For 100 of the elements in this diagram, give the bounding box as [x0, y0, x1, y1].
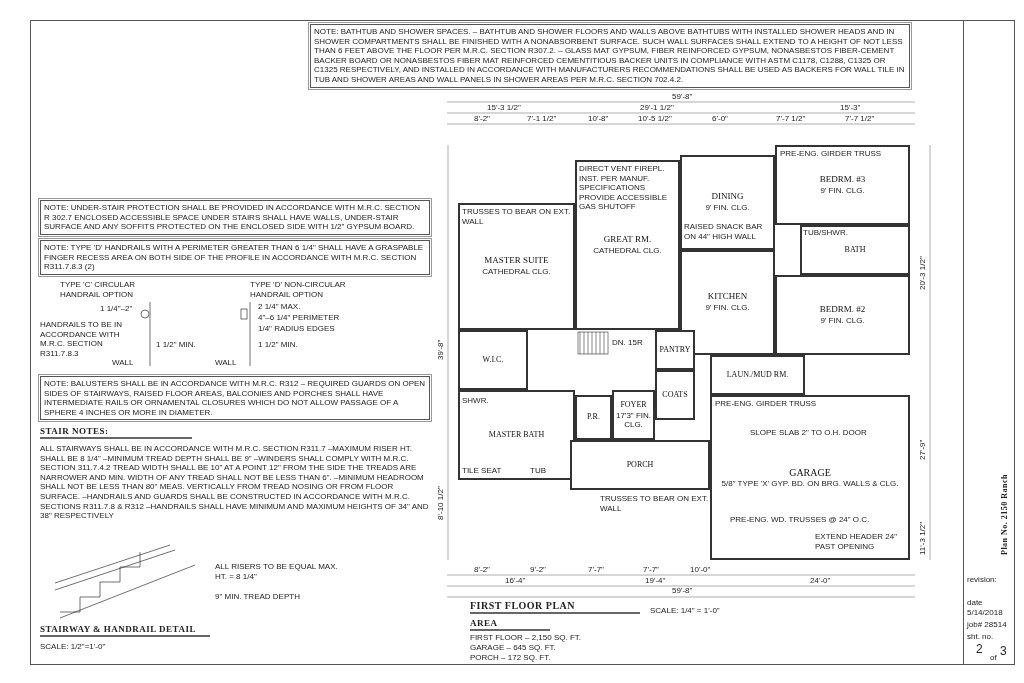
note-text: SLOPE SLAB 2" TO O.H. DOOR — [750, 428, 867, 438]
room-outline — [575, 160, 680, 330]
dimension-label: 19'-4" — [645, 576, 666, 586]
room-name: MASTER SUITE — [484, 256, 549, 267]
dimension-label: 24'-0" — [810, 576, 831, 586]
wall-label: WALL — [215, 358, 237, 368]
room-outline — [458, 390, 575, 480]
fixture-label: TILE SEAT — [462, 466, 502, 476]
ceiling-note: CATHEDRAL CLG. — [482, 267, 551, 277]
room-name: W.I.C. — [482, 355, 504, 365]
ceiling-note: 9' FIN. CLG. — [705, 303, 750, 313]
dimension-label: 10'-5 1/2" — [638, 114, 672, 124]
dimension-label: 4"–6 1/4" PERIMETER — [258, 313, 340, 323]
room-outline — [775, 145, 910, 225]
room-name: GREAT RM. — [603, 234, 652, 245]
area-text: PORCH – 172 SQ. FT. — [470, 653, 551, 663]
room-name: MASTER BATH — [488, 430, 545, 440]
note-text: PRE-ENG. GIRDER TRUSS — [780, 149, 882, 159]
room-outline — [710, 355, 805, 395]
sheet-number: 3 — [1000, 644, 1007, 659]
dimension-label: 8'-2" — [474, 565, 490, 575]
room-outline — [575, 395, 612, 440]
title-block-text: 5/14/2018 — [967, 608, 1003, 618]
heading-text: STAIR NOTES: — [40, 426, 192, 439]
note-text: HANDRAILS TO BE IN ACCORDANCE WITH M.R.C. SECTION R311.7.8.3 — [40, 320, 123, 359]
note-text: RAISED SNACK BAR ON 44" HIGH WALL — [684, 222, 764, 242]
room-name: FOYER — [620, 400, 647, 410]
note-text: NOTE: BATHTUB AND SHOWER SPACES. – BATHTUB AND SHOWER FLOORS AND WALLS ABOVE BATHTUBS WITH INSTALLED SHOWER HEADS AND IN SHOWER COMPARTMENTS SHALL BE FINISHED WITH A NONABSORBENT SURFACE. SUCH WALL SURFACES SHALL EXTEND TO A HEIGHT OF NOT LESS THAN 6 FEET ABOVE THE FLOOR PER M.R.C. SECTION R307.2. – GLASS MAT GYPSUM, FIBER REINFORCED GYPSUM, NONASBESTOS FIBER-CEMENT BACKER BOARD OR NONASBESTOS FIBER MAT REINFORCED CEMENTITIOUS BACKER UNITS IN COMPLIANCE WITH ASTM C1178, C1288, C1325 OR C1325 RESPECTIVELY, AND INSTALLED IN ACCORDANCE WITH MANUFACTURERS RECOMMENDATIONS SHALL BE USED AS BACKERS FOR WALL TILE IN TUB AND SHOWER AREAS AND WALL PANELS IN SHOWER AREAS PER M.R.C. SECTION 702.4.2. — [310, 24, 910, 88]
room-outline — [612, 390, 655, 440]
area-text: GARAGE – 645 SQ. FT. — [470, 643, 556, 653]
dimension-label: 7'-7 1/2" — [845, 114, 875, 124]
note-text: PRE-ENG. GIRDER TRUSS — [715, 399, 817, 409]
dimension-label: 39'-8" — [436, 339, 446, 360]
dimension-label: 8'-2" — [474, 114, 490, 124]
ceiling-note: 9' FIN. CLG. — [820, 185, 865, 196]
room-name: BATH — [844, 245, 866, 255]
dimension-label: 1 1/2" MIN. — [258, 340, 298, 350]
dimension-label: 9'-2" — [530, 565, 546, 575]
room-name: GARAGE — [789, 466, 831, 478]
room-outline — [775, 275, 910, 355]
room-outline — [655, 330, 695, 370]
dimension-label: 59'-8" — [672, 586, 693, 596]
scale-text: SCALE: 1/2"=1'-0" — [40, 642, 106, 652]
room-name: KITCHEN — [707, 292, 748, 303]
detail-label: TYPE 'C' CIRCULAR HANDRAIL OPTION — [60, 280, 137, 300]
dimension-label: 15'-3" — [840, 103, 861, 113]
note-text: PRE-ENG. WD. TRUSSES @ 24" O.C. — [730, 515, 870, 525]
drawing-title: FIRST FLOOR PLAN — [470, 600, 640, 614]
detail-label: TYPE 'D' NON-CIRCULAR HANDRAIL OPTION — [250, 280, 347, 300]
dimension-label: 59'-8" — [672, 92, 693, 102]
ceiling-note: 17'3" FIN. CLG. — [614, 410, 652, 430]
dimension-label: 1 1/2" MIN. — [156, 340, 196, 350]
note-text: DN. 15R — [612, 338, 643, 348]
dimension-label: 2 1/4" MAX. — [258, 302, 301, 312]
room-outline — [800, 225, 910, 275]
area-text: FIRST FLOOR – 2,150 SQ. FT. — [470, 633, 581, 643]
dimension-label: 10'-0" — [690, 565, 711, 575]
dimension-label: 16'-4" — [505, 576, 526, 586]
dimension-label: 7'-7 1/2" — [776, 114, 806, 124]
dimension-label: 7'-7" — [643, 565, 659, 575]
title-block-label: sht. no. — [967, 632, 994, 642]
title-block-label: of — [990, 653, 997, 663]
note-text: DIRECT VENT FIREPL. INST. PER MANUF. SPECIFICATIONS PROVIDE ACCESSIBLE GAS SHUTOFF — [579, 164, 669, 212]
dimension-label: 15'-3 1/2" — [487, 103, 521, 113]
room-name: COATS — [662, 390, 688, 400]
ceiling-note: 9' FIN. CLG. — [705, 203, 750, 213]
dimension-label: 9" MIN. TREAD DEPTH — [215, 592, 300, 602]
title-block-label: date — [967, 598, 983, 608]
title-block-text: job# 28514 — [967, 620, 1007, 630]
dimension-label: 6'-0" — [712, 114, 728, 124]
fixture-label: SHWR. — [462, 396, 489, 406]
dimension-label: 11'-3 1/2" — [918, 521, 928, 555]
fixture-label: TUB/SHWR. — [803, 228, 848, 238]
note-text: TRUSSES TO BEAR ON EXT. WALL — [462, 207, 572, 227]
room-name: PORCH — [626, 460, 654, 470]
room-outline — [570, 440, 710, 490]
note-text: ALL STAIRWAYS SHALL BE IN ACCORDANCE WITH M.R.C. SECTION R311.7 –MAXIMUM RISER HT. SHALL BE 8 1/4" –MINIMUM TREAD DEPTH SHALL BE 9" –WINDERS SHALL COMPLY WITH M.R.C. SECTION 311.7.4.2 TREAD WIDTH SHALL BE 10" AT A POINT 12" FROM THE SIDE THE TREADS ARE NARROWER AND MIN. WIDTH OF ANY TREAD SHALL NOT BE LESS THAN 6". –MINIMUM HEADROOM SHALL NOT BE LESS THAN 80" MEAS. VERTICALLY FROM TREAD NOSING OR FROM FLOOR SURFACE. –HANDRAILS AND GUARDS SHALL BE CONSTRUCTED IN ACCORDANCE WITH M.R.C. SECTIONS R311.7.8 & R312 –HANDRAILS SHALL HAVE MINIMUM AND MAXIMUM HEIGHTS OF 34" AND 38" RESPECTIVELY — [40, 444, 430, 521]
dimension-label: 7'-7" — [588, 565, 604, 575]
room-name: LAUN./MUD RM. — [726, 370, 789, 380]
room-name: BEDRM. #3 — [819, 174, 866, 185]
ceiling-note: CATHEDRAL CLG. — [593, 245, 662, 256]
room-outline — [680, 155, 775, 250]
note-text: ALL RISERS TO BE EQUAL MAX. HT. = 8 1/4" — [215, 562, 339, 582]
dimension-label: 1/4" RADIUS EDGES — [258, 324, 335, 334]
room-outline — [458, 203, 575, 330]
note-text: TRUSSES TO BEAR ON EXT. WALL — [600, 494, 710, 514]
dimension-label: 20'-3 1/2" — [918, 256, 928, 290]
dimension-label: 7'-1 1/2" — [527, 114, 557, 124]
room-name: PANTRY — [659, 345, 691, 355]
drawing-title: STAIRWAY & HANDRAIL DETAIL — [40, 624, 210, 637]
note-text: EXTEND HEADER 24" PAST OPENING — [815, 532, 898, 552]
dimension-label: 10'-8" — [588, 114, 609, 124]
room-outline — [710, 395, 910, 560]
sheet-number: 2 — [976, 642, 983, 657]
note-text: NOTE: UNDER-STAIR PROTECTION SHALL BE PROVIDED IN ACCORDANCE WITH M.R.C. SECTION R 302.7 ENCLOSED ACCESSIBLE SPACE UNDER STAIRS SHALL HAVE WALLS, UNDER-STAIR SURFACE AND ANY SOFFITS PROTECTED ON THE ENCLOSED SIDE WITH 1/2" GYPSUM BOARD. — [40, 200, 430, 235]
room-outline — [458, 330, 528, 390]
wall-label: WALL — [112, 358, 134, 368]
ceiling-note: 9' FIN. CLG. — [820, 315, 865, 326]
room-name: P.R. — [587, 413, 600, 422]
room-outline — [655, 370, 695, 420]
